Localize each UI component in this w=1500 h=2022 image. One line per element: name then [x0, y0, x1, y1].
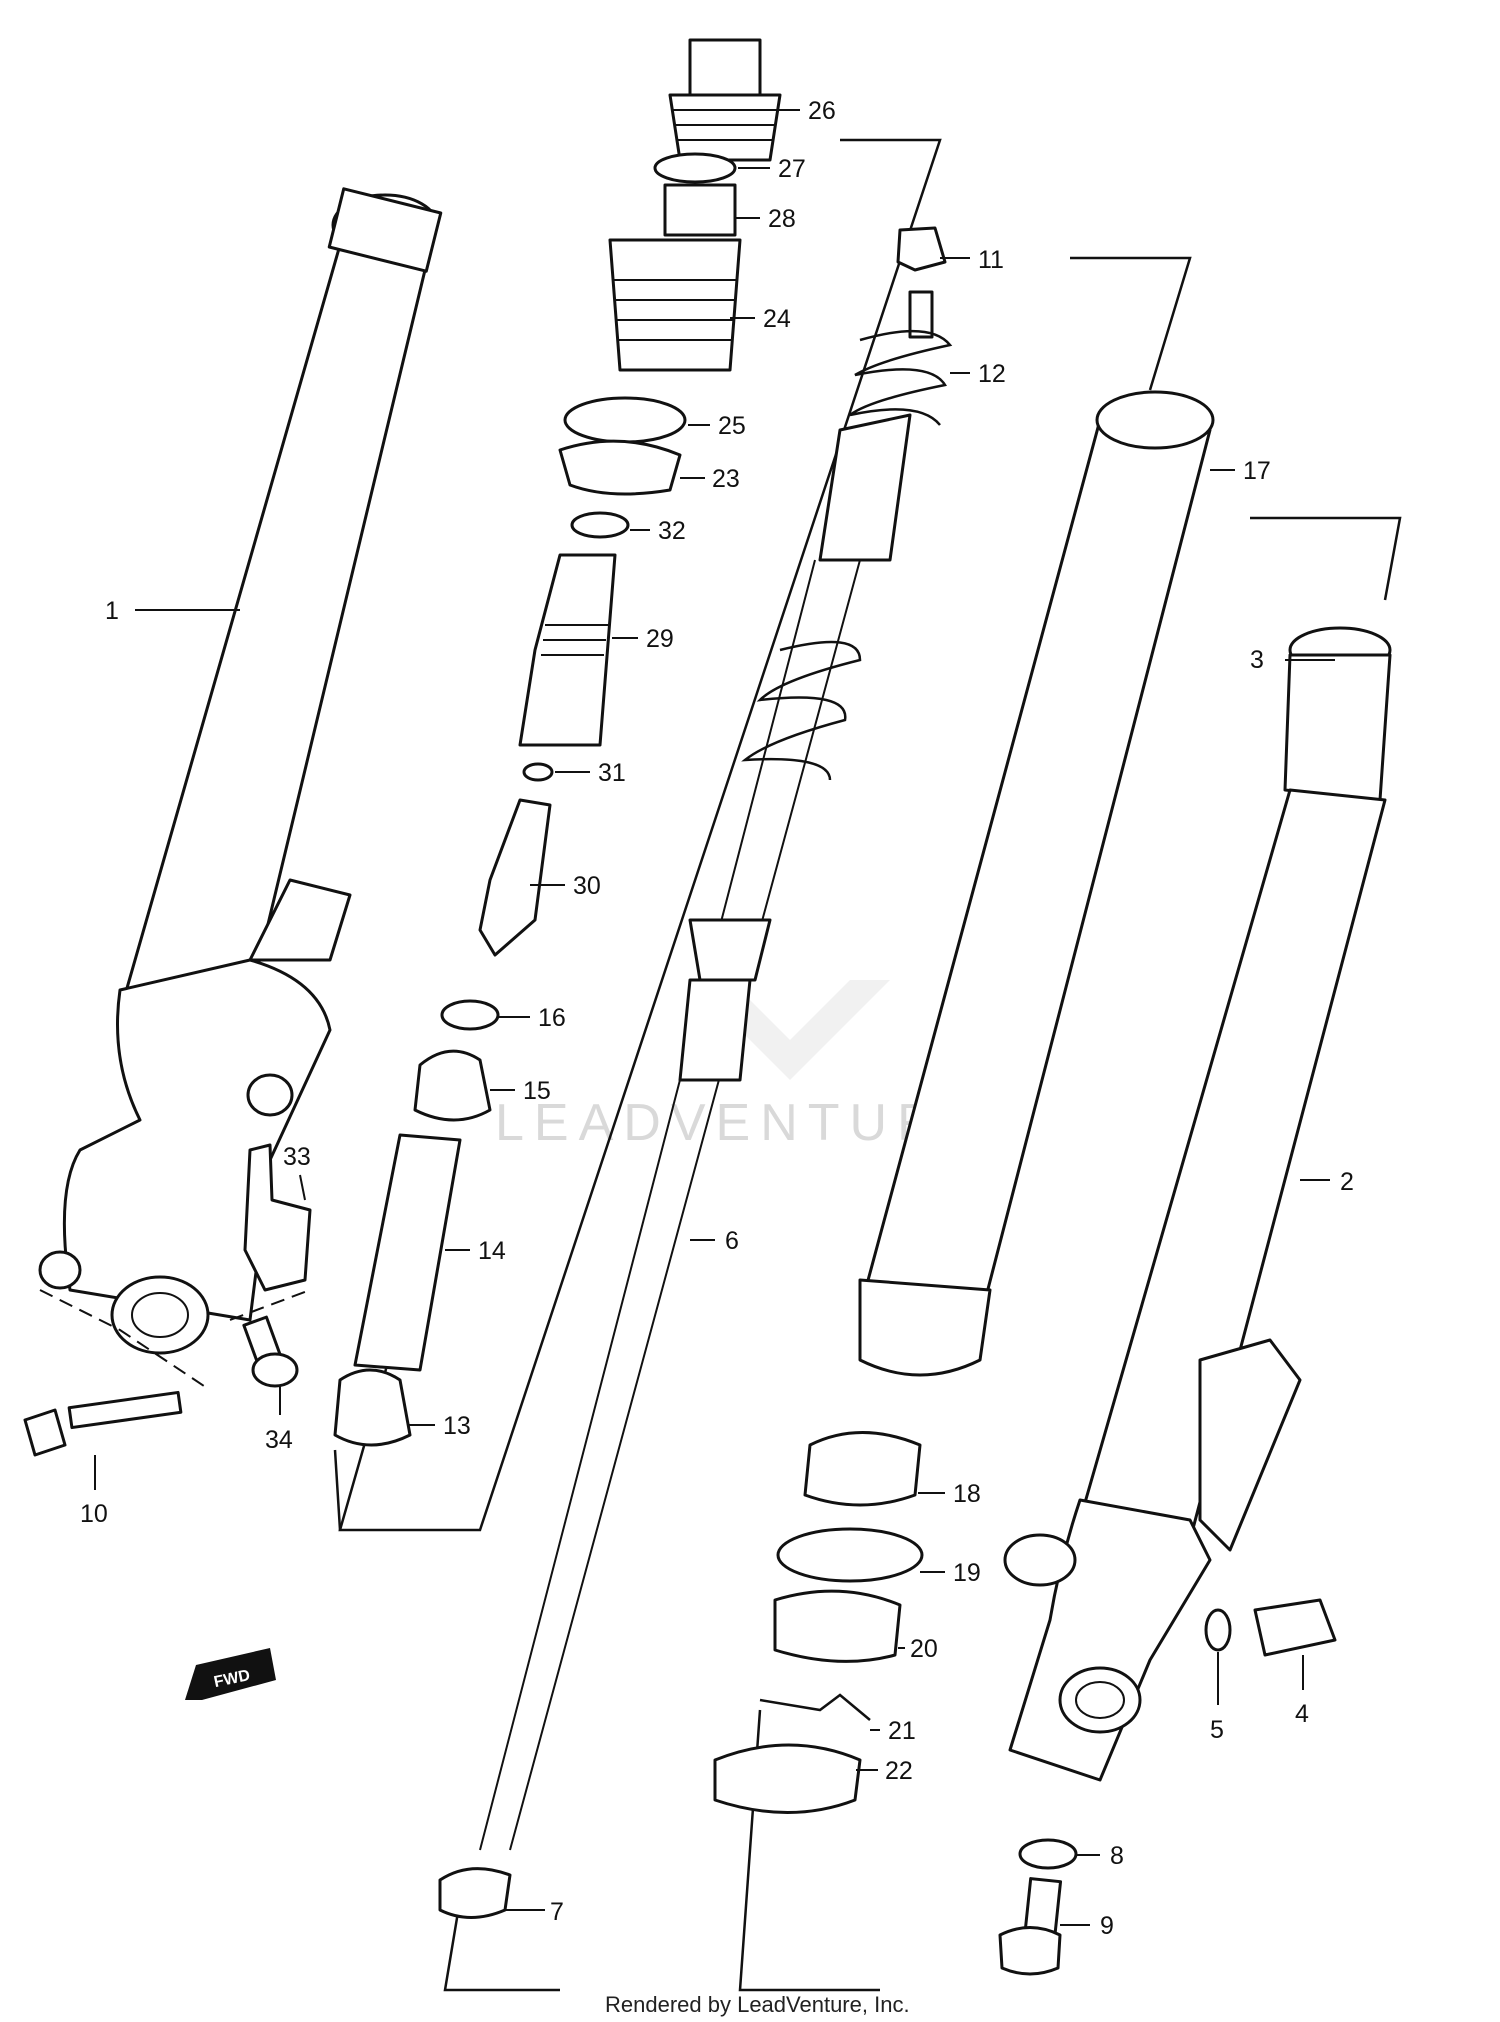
callout-18: 18 — [953, 1480, 981, 1508]
callout-6: 6 — [725, 1227, 739, 1255]
part-19-washer — [776, 1527, 924, 1583]
part-4-bleed-valve — [1253, 1598, 1337, 1657]
part-13-nut — [333, 1368, 412, 1447]
callout-1: 1 — [105, 597, 119, 625]
callout-5: 5 — [1210, 1716, 1224, 1744]
part-10-bolt — [23, 1390, 183, 1457]
part-7-cap — [438, 1867, 512, 1919]
callout-7: 7 — [550, 1898, 564, 1926]
callout-33: 33 — [283, 1143, 311, 1171]
footer-credit: Rendered by LeadVenture, Inc. — [605, 1992, 910, 2017]
callout-34: 34 — [265, 1426, 293, 1454]
part-22-dust-seal — [713, 1743, 862, 1814]
callout-8: 8 — [1110, 1842, 1124, 1870]
leader-dash-33 — [229, 1289, 311, 1321]
callout-14: 14 — [478, 1237, 506, 1265]
callout-25: 25 — [718, 412, 746, 440]
part-8-washer — [1018, 1838, 1078, 1870]
callout-32: 32 — [658, 517, 686, 545]
assembly-frame-2 — [1250, 516, 1402, 601]
part-33-bracket — [243, 1143, 312, 1292]
part-12-spring — [741, 290, 953, 781]
assembly-frame-6 — [338, 138, 942, 1532]
callout-31: 31 — [598, 759, 626, 787]
part-25-o-ring — [563, 396, 687, 444]
callout-17: 17 — [1243, 457, 1271, 485]
part-31-washer — [522, 762, 554, 782]
callout-29: 29 — [646, 625, 674, 653]
callout-19: 19 — [953, 1559, 981, 1587]
part-17-inner-tube — [858, 390, 1215, 1377]
callout-23: 23 — [712, 465, 740, 493]
fwd-arrow-icon: FWD — [185, 1648, 276, 1700]
callout-24: 24 — [763, 305, 791, 333]
part-21-circlip — [759, 1693, 871, 1721]
leader-lines — [135, 109, 1335, 1926]
assembly-frame-7 — [443, 1899, 560, 1992]
assembly-frame-18-22 — [1070, 256, 1192, 391]
callout-28: 28 — [768, 205, 796, 233]
callout-labels: 1 2 3 4 5 6 7 8 9 10 11 12 13 14 15 16 1… — [80, 97, 1354, 1940]
part-23-washer — [558, 439, 682, 496]
assembly-frame-13 — [333, 1449, 342, 1531]
part-28-collar — [663, 183, 737, 237]
part-9-bolt — [998, 1877, 1063, 1976]
part-11-nut — [896, 226, 947, 272]
callout-10: 10 — [80, 1500, 108, 1528]
callout-30: 30 — [573, 872, 601, 900]
callout-21: 21 — [888, 1717, 916, 1745]
part-20-oil-seal — [773, 1589, 902, 1663]
part-24-adjuster — [608, 238, 742, 372]
callout-16: 16 — [538, 1004, 566, 1032]
watermark-text: LEADVENTURE — [495, 1094, 989, 1152]
callout-3: 3 — [1250, 646, 1264, 674]
callout-13: 13 — [443, 1412, 471, 1440]
callout-27: 27 — [778, 155, 806, 183]
part-2-right-fork-tube — [1003, 788, 1387, 1782]
part-32-circlip — [570, 511, 630, 539]
part-29-piston — [518, 553, 617, 747]
part-15-bushing — [413, 1049, 492, 1122]
part-34-bolt — [242, 1315, 299, 1388]
part-1-left-fork-tube — [38, 187, 443, 1355]
callout-20: 20 — [910, 1635, 938, 1663]
part-26-cap-bolt — [668, 38, 782, 162]
callout-2: 2 — [1340, 1168, 1354, 1196]
callout-15: 15 — [523, 1077, 551, 1105]
callout-12: 12 — [978, 360, 1006, 388]
part-18-bushing — [803, 1431, 922, 1507]
part-5-washer — [1204, 1608, 1232, 1652]
part-3-dust-cover — [1283, 626, 1392, 802]
callout-9: 9 — [1100, 1912, 1114, 1940]
leader-dash-1 — [39, 1289, 211, 1391]
part-6-damper-rod — [479, 413, 912, 1851]
callout-22: 22 — [885, 1757, 913, 1785]
callout-4: 4 — [1295, 1700, 1309, 1728]
callout-11: 11 — [978, 246, 1004, 274]
part-14-tube — [353, 1133, 462, 1372]
part-30-valve — [478, 798, 552, 957]
part-27-o-ring — [653, 152, 737, 184]
part-16-washer — [440, 999, 500, 1031]
callout-26: 26 — [808, 97, 836, 125]
